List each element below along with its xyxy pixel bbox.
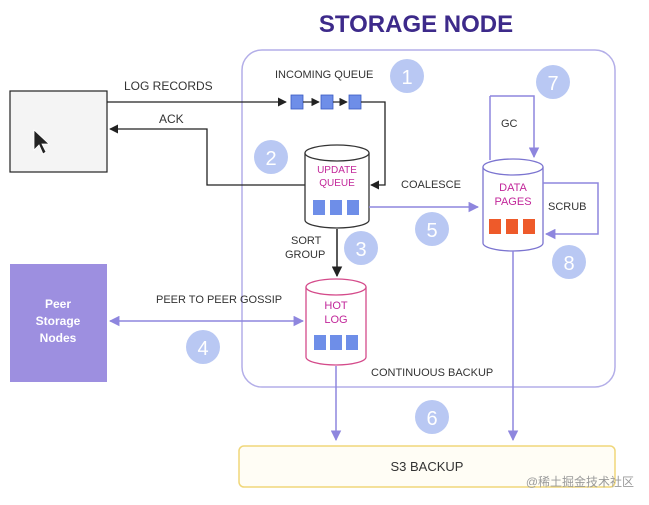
- coalesce-label: COALESCE: [401, 179, 461, 191]
- hot-log-label-1: HOT: [324, 300, 348, 312]
- incoming-queue-label: INCOMING QUEUE: [275, 69, 373, 81]
- hot-log-label-2: LOG: [324, 314, 347, 326]
- database-box: [9, 90, 108, 173]
- storage-node-boundary: [241, 49, 616, 388]
- hot-log-block: [346, 335, 358, 350]
- data-page-block: [489, 219, 501, 234]
- step-number: 8: [563, 253, 574, 275]
- s3-backup-box: [238, 445, 616, 488]
- s3-backup-label: S3 BACKUP: [391, 459, 464, 474]
- step-circle-1: 1: [390, 59, 424, 93]
- data-page-block: [523, 219, 535, 234]
- watermark-text: @稀土掘金技术社区: [526, 474, 634, 489]
- update-queue-label-2: QUEUE: [319, 178, 355, 189]
- step-circle-8: 8: [552, 245, 586, 279]
- peer-storage-nodes-box: [10, 264, 107, 382]
- mouse-pointer-icon: [33, 129, 51, 155]
- step-circle-6: 6: [415, 400, 449, 434]
- continuous-backup-label: CONTINUOUS BACKUP: [371, 367, 493, 379]
- queue-to-update-arrow: [361, 101, 386, 190]
- queue-block: [348, 94, 362, 110]
- step-number: 4: [197, 338, 208, 360]
- log-records-label: LOG RECORDS: [124, 79, 213, 93]
- ack-label: ACK: [159, 112, 184, 126]
- peer-nodes-label-2: Storage: [36, 314, 81, 328]
- data-pages-label-1: DATA: [499, 182, 527, 194]
- step-circle-5: 5: [415, 212, 449, 246]
- step-number: 2: [265, 148, 276, 170]
- gc-arrow: [490, 95, 540, 159]
- update-queue-label-1: UPDATE: [317, 165, 357, 176]
- step-number: 7: [547, 73, 558, 95]
- step-number: 6: [426, 408, 437, 430]
- step-number: 1: [401, 67, 412, 89]
- data-pages-label-2: PAGES: [494, 196, 531, 208]
- sort-label: SORT: [291, 235, 322, 247]
- group-label: GROUP: [285, 249, 325, 261]
- update-queue-block: [330, 200, 342, 215]
- step-circle-3: 3: [344, 231, 378, 265]
- scrub-label: SCRUB: [548, 201, 587, 213]
- step-circle-4: 4: [186, 330, 220, 364]
- queue-block: [320, 94, 334, 110]
- step-number: 5: [426, 220, 437, 242]
- step-number: 3: [355, 239, 366, 261]
- hot-log-block: [330, 335, 342, 350]
- step-circle-7: 7: [536, 65, 570, 99]
- gc-label: GC: [501, 118, 518, 130]
- ack-arrow: [109, 124, 306, 186]
- data-page-block: [506, 219, 518, 234]
- peer-nodes-label-3: Nodes: [40, 331, 77, 345]
- queue-block: [290, 94, 304, 110]
- hot-log-block: [314, 335, 326, 350]
- scrub-arrow: [543, 182, 599, 240]
- peer-nodes-label-1: Peer: [45, 297, 71, 311]
- update-queue-block: [313, 200, 325, 215]
- step-circle-2: 2: [254, 140, 288, 174]
- peer-gossip-label: PEER TO PEER GOSSIP: [156, 294, 282, 306]
- update-queue-block: [347, 200, 359, 215]
- diagram-title: STORAGE NODE: [319, 11, 513, 38]
